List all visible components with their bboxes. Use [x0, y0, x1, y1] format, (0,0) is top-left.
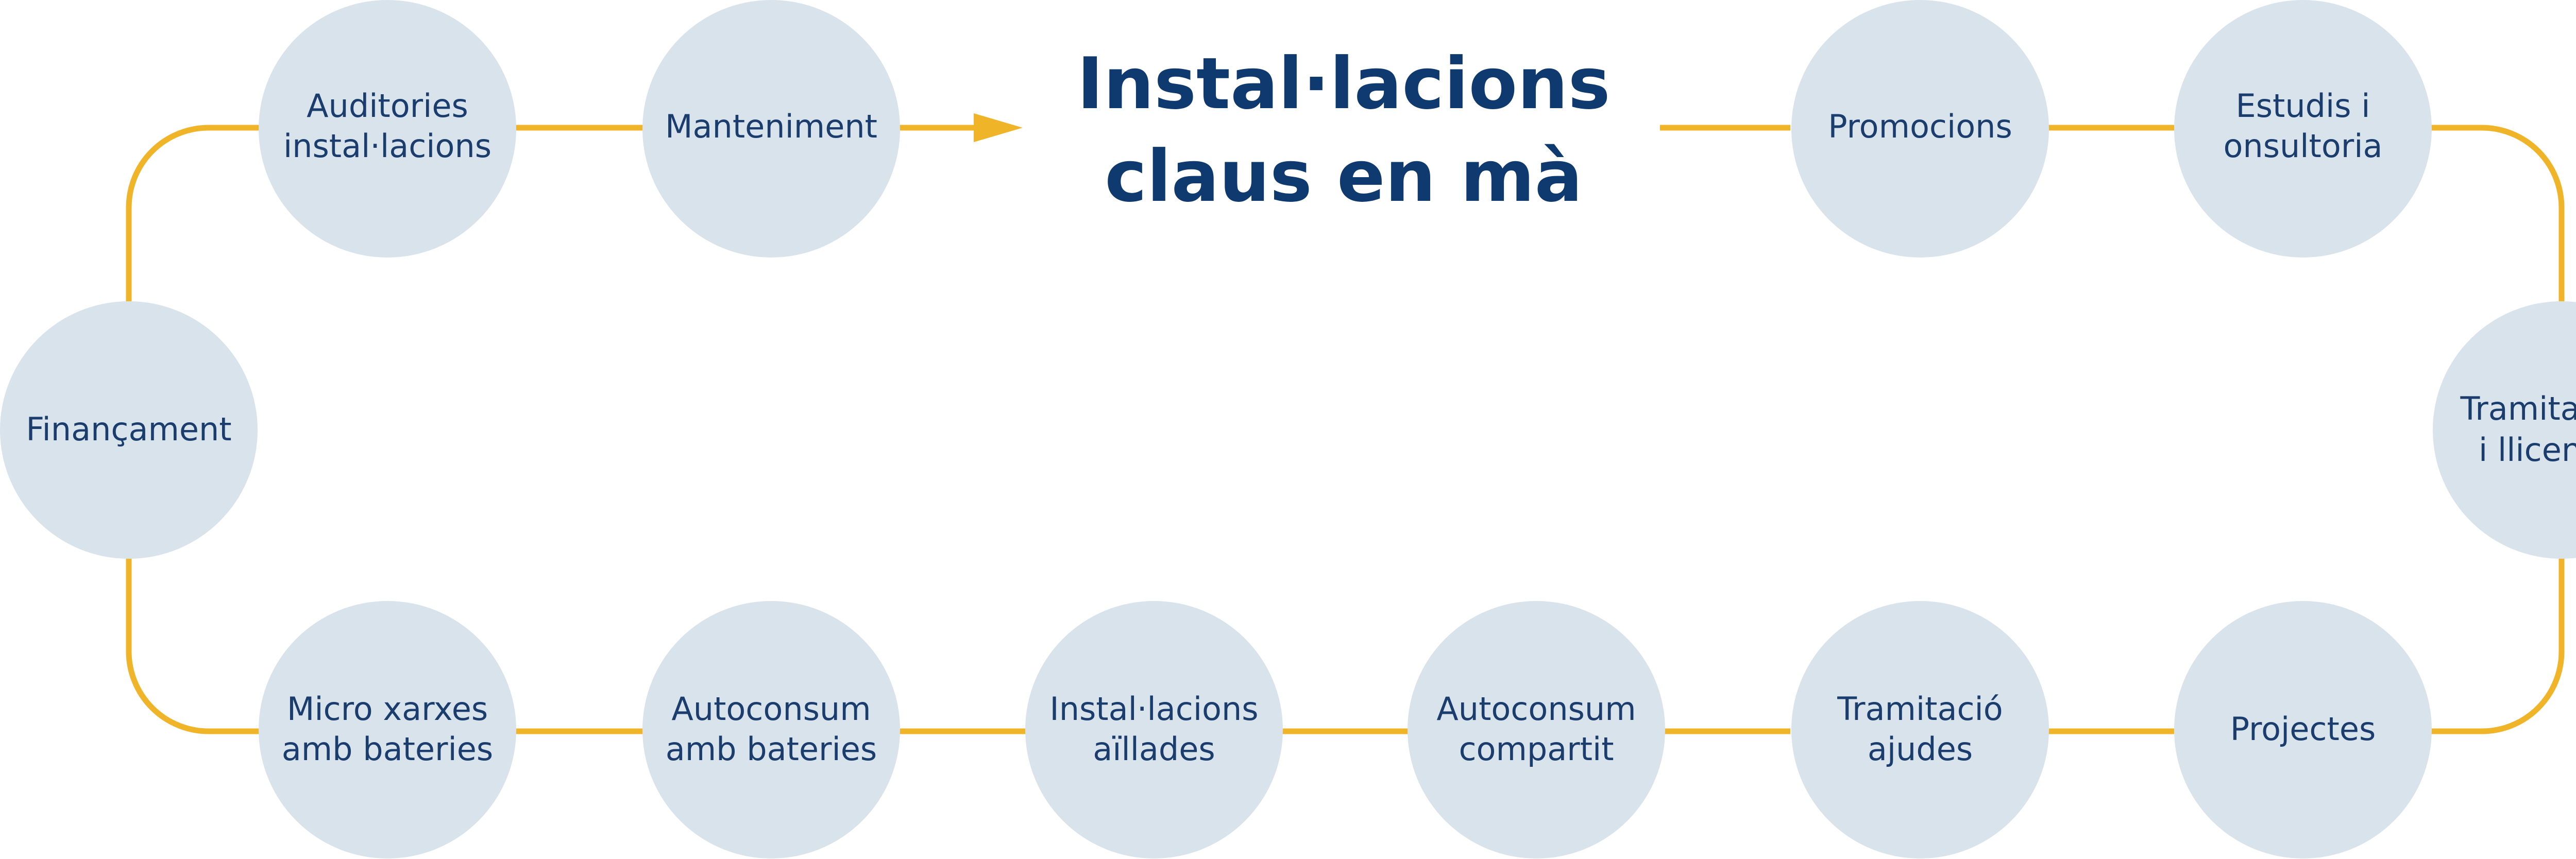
node-estudis: Estudis i onsultoria: [2174, 0, 2432, 257]
node-label-line: Estudis i: [2236, 87, 2370, 125]
node-installacions-aillades: Instal·lacions aïllades: [1025, 601, 1283, 858]
node-circle: [642, 0, 900, 257]
node-circle: [2174, 0, 2432, 257]
node-label-line: Autoconsum: [671, 690, 871, 728]
node-circle: [2433, 301, 2576, 559]
node-label-line: amb bateries: [666, 730, 877, 768]
node-label-line: ajudes: [1868, 730, 1973, 768]
node-label-line: Manteniment: [665, 108, 877, 145]
node-autoconsum-bateries: Autoconsum amb bateries: [642, 601, 900, 858]
arrow-head-icon: [974, 113, 1023, 142]
node-promocions: Promocions: [1791, 0, 2049, 257]
node-circle: [1791, 601, 2049, 858]
node-financament: Finançament: [0, 301, 258, 559]
node-label-line: Tramitació: [1837, 690, 2003, 728]
node-circle: [1791, 0, 2049, 257]
node-label-line: Auditories: [307, 87, 468, 125]
node-label-line: i llicencies: [2479, 431, 2576, 469]
node-label-line: Projectes: [2230, 710, 2376, 748]
node-label-line: Autoconsum: [1436, 690, 1636, 728]
title-line-2: claus en mà: [1105, 135, 1582, 218]
node-label-line: Finançament: [26, 410, 231, 448]
node-tramitacions: Tramitacions i llicencies: [2433, 301, 2576, 559]
node-circle: [1025, 601, 1283, 858]
node-label-line: Promocions: [1828, 108, 2012, 145]
node-tramitacio-ajudes: Tramitació ajudes: [1791, 601, 2049, 858]
node-manteniment: Manteniment: [642, 0, 900, 257]
node-label-line: instal·lacions: [283, 127, 492, 165]
node-auditories: Auditories instal·lacions: [259, 0, 516, 257]
title-line-1: Instal·lacions: [1077, 42, 1610, 125]
node-circle: [642, 601, 900, 858]
node-autoconsum-compartit: Autoconsum compartit: [1408, 601, 1665, 858]
node-label-line: aïllades: [1093, 730, 1215, 768]
node-label-line: onsultoria: [2223, 127, 2382, 165]
node-label-line: Micro xarxes: [287, 690, 488, 728]
node-micro-xarxes: Micro xarxes amb bateries: [259, 601, 516, 858]
node-label-line: Tramitacions: [2460, 390, 2576, 427]
diagram-title: Instal·lacions claus en mà: [1077, 42, 1610, 218]
node-label-line: amb bateries: [282, 730, 493, 768]
connector-lines: [126, 125, 2565, 734]
node-circle: [1408, 601, 1665, 858]
node-circle: [0, 301, 258, 559]
node-circle: [259, 601, 516, 858]
node-projectes: Projectes: [2174, 601, 2432, 858]
node-label-line: Instal·lacions: [1049, 690, 1258, 728]
node-label-line: compartit: [1459, 730, 1614, 768]
node-circle: [259, 0, 516, 257]
node-circle: [2174, 601, 2432, 858]
